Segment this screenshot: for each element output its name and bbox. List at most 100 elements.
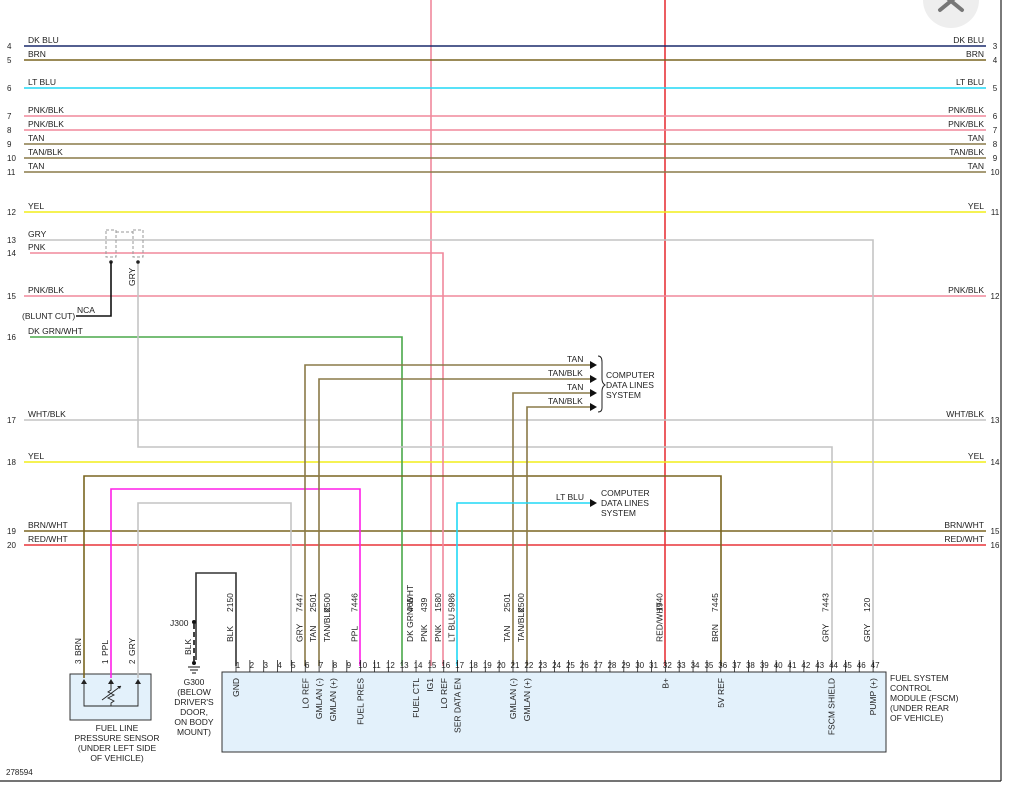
module-circuit-number: 7446 [350,593,360,612]
right-wire-label: RED/WHT [944,534,984,544]
module-circuit-number: 7447 [294,593,304,612]
right-wire-label: WHT/BLK [946,409,984,419]
module-pin-number: 10 [358,661,367,670]
module-pin-number: 23 [538,661,547,670]
left-wire-label: TAN/BLK [28,147,63,157]
module-circuit-number: 2500 [516,593,526,612]
module-pin-number: 2 [250,661,255,670]
module-name: CONTROL [890,683,932,693]
left-wire-label: BRN [28,49,46,59]
right-pin-number: 10 [991,168,1000,177]
module-pin-number: 24 [552,661,561,670]
module-circuit-number: 2150 [225,593,235,612]
module-pin-number: 33 [677,661,686,670]
upper-system-label: DATA LINES [606,380,654,390]
fuel-line-pressure-sensor: 3 BRN 1 PPL 2 GRY FUEL LINE PRESSURE SEN… [69,637,160,763]
right-pin-number: 12 [991,292,1000,301]
module-name: (UNDER REAR [890,703,949,713]
sensor-pin-number: 1 [101,659,110,664]
left-pin-number: 9 [7,140,12,149]
module-circuit-number: 465 [405,598,415,612]
module-pin-number: 46 [857,661,866,670]
module-pin-number: 43 [815,661,824,670]
ground-location: DOOR, [180,707,208,717]
lower-wire-label: LT BLU [556,492,584,502]
module-pin-number: 1 [236,661,241,670]
ground-g300: J300 BLK G300 (BELOW DRIVER'S DOOR, ON B… [170,618,214,737]
left-wire-label: PNK/BLK [28,285,64,295]
sensor-name: PRESSURE SENSOR [74,733,159,743]
upper-system-label: SYSTEM [606,390,641,400]
sensor-name: (UNDER LEFT SIDE [78,743,157,753]
right-pin-number: 9 [993,154,998,163]
blunt-cut-label: (BLUNT CUT) [22,311,75,321]
module-name: MODULE (FSCM) [890,693,959,703]
right-pin-number: 11 [991,208,1000,217]
module-pin-number: 25 [566,661,575,670]
module-function-label: LO REF [300,678,310,709]
module-name: FUEL SYSTEM [890,673,949,683]
right-pin-number: 13 [991,416,1000,425]
data-lines-upper: TAN TAN/BLK TAN TAN/BLK COMPUTER DATA LI… [548,354,655,413]
left-pin-number: 12 [7,208,16,217]
left-wire-label: PNK/BLK [28,119,64,129]
left-wire-label: RED/WHT [28,534,68,544]
left-pin-number: 18 [7,458,16,467]
right-wire-label: PNK/BLK [948,285,984,295]
right-wire-label: PNK/BLK [948,119,984,129]
left-wire-label: DK BLU [28,35,59,45]
left-pin-number: 13 [7,236,16,245]
module-pin-number: 34 [691,661,700,670]
module-pin-number: 19 [483,661,492,670]
sensor-wire-color: GRY [127,637,137,656]
module-pin-number: 38 [746,661,755,670]
ground-location: MOUNT) [177,727,211,737]
upper-system-label: COMPUTER [606,370,655,380]
module-function-label: GMLAN (+) [328,678,338,721]
module-pin-number: 30 [635,661,644,670]
module-pin-number: 37 [732,661,741,670]
left-pin-number: 5 [7,56,12,65]
module-pin-number: 31 [649,661,658,670]
right-wire-label: TAN [968,133,984,143]
left-pin-number: 10 [7,154,16,163]
module-pin-number: 3 [263,661,268,670]
right-pin-number: 15 [991,527,1000,536]
right-wire-label: TAN [968,161,984,171]
module-pin-number: 44 [829,661,838,670]
right-pin-number: 6 [993,112,998,121]
module-pin-number: 11 [372,661,381,670]
module-pin-number: 28 [607,661,616,670]
module-circuit-number: 1940 [654,593,664,612]
ground-blk-label: BLK [183,639,193,655]
module-pin-number: 41 [788,661,797,670]
nca-label: NCA [77,305,95,315]
module-pin-number: 13 [400,661,409,670]
j300-label: J300 [170,618,189,628]
left-wire-label: TAN [28,133,44,143]
g300-label: G300 [184,677,205,687]
module-pin-number: 47 [871,661,880,670]
right-wire-label: PNK/BLK [948,105,984,115]
module-function-label: 5V REF [716,678,726,708]
close-button[interactable] [922,0,980,30]
sensor-wire-color: PPL [100,640,110,656]
module-wire-color: TAN [502,626,512,642]
module-pin-number: 45 [843,661,852,670]
module-function-label: IG1 [425,678,435,692]
module-function-label: GMLAN (+) [522,678,532,721]
right-pin-number: 4 [993,56,998,65]
module-function-label: FUEL PRES [356,678,366,725]
left-pin-number: 17 [7,416,16,425]
left-wire-label: TAN [28,161,44,171]
right-wire-label: BRN/WHT [944,520,984,530]
left-wire-label: PNK [28,242,46,252]
right-pin-number: 7 [993,126,998,135]
left-pin-number: 19 [7,527,16,536]
module-pin-number: 18 [469,661,478,670]
routing-wires [30,239,874,666]
module-function-label: GND [231,678,241,697]
